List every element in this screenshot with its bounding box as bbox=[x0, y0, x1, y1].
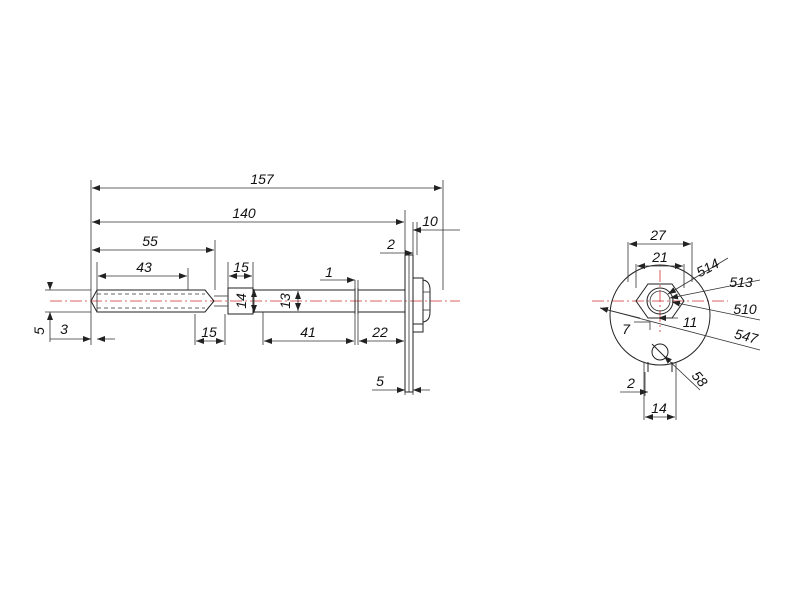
dim-43: 43 bbox=[136, 259, 152, 275]
dim-510: 510 bbox=[733, 301, 757, 317]
dim-547: 547 bbox=[733, 326, 761, 347]
dim-58: 58 bbox=[689, 368, 711, 390]
dim-13: 13 bbox=[277, 293, 293, 309]
dim-5-end: 5 bbox=[31, 327, 47, 335]
dim-513: 513 bbox=[729, 274, 753, 290]
dim-55: 55 bbox=[142, 233, 158, 249]
dim-3: 3 bbox=[60, 321, 68, 337]
dim-157: 157 bbox=[250, 171, 275, 187]
leader-58 bbox=[663, 355, 701, 391]
dim-2: 2 bbox=[386, 236, 395, 252]
small-hole bbox=[651, 343, 669, 361]
dim-11: 11 bbox=[683, 314, 698, 330]
leader-513 bbox=[669, 279, 761, 300]
dim-7: 7 bbox=[622, 321, 631, 337]
dim-14-end: 14 bbox=[651, 400, 667, 416]
dim-2-end: 2 bbox=[626, 375, 635, 391]
end-view: 27 21 514 513 510 547 7 11 58 2 14 bbox=[592, 227, 761, 420]
leader-514 bbox=[667, 257, 729, 295]
leader-510 bbox=[671, 300, 761, 321]
dim-5-plate: 5 bbox=[376, 373, 384, 389]
dim-21: 21 bbox=[651, 249, 668, 265]
dim-10: 10 bbox=[422, 213, 438, 229]
dim-15-bottom: 15 bbox=[201, 324, 217, 340]
dim-14-shaft: 14 bbox=[233, 293, 249, 309]
dim-27: 27 bbox=[649, 227, 667, 243]
dim-15-top: 15 bbox=[233, 259, 249, 275]
dim-1: 1 bbox=[325, 264, 333, 280]
side-view: 157 140 10 2 55 43 15 1 14 13 3 5 15 41 … bbox=[31, 171, 460, 395]
flange bbox=[404, 254, 431, 393]
dim-140: 140 bbox=[232, 205, 256, 221]
dim-22: 22 bbox=[371, 324, 388, 340]
dim-41: 41 bbox=[300, 324, 316, 340]
